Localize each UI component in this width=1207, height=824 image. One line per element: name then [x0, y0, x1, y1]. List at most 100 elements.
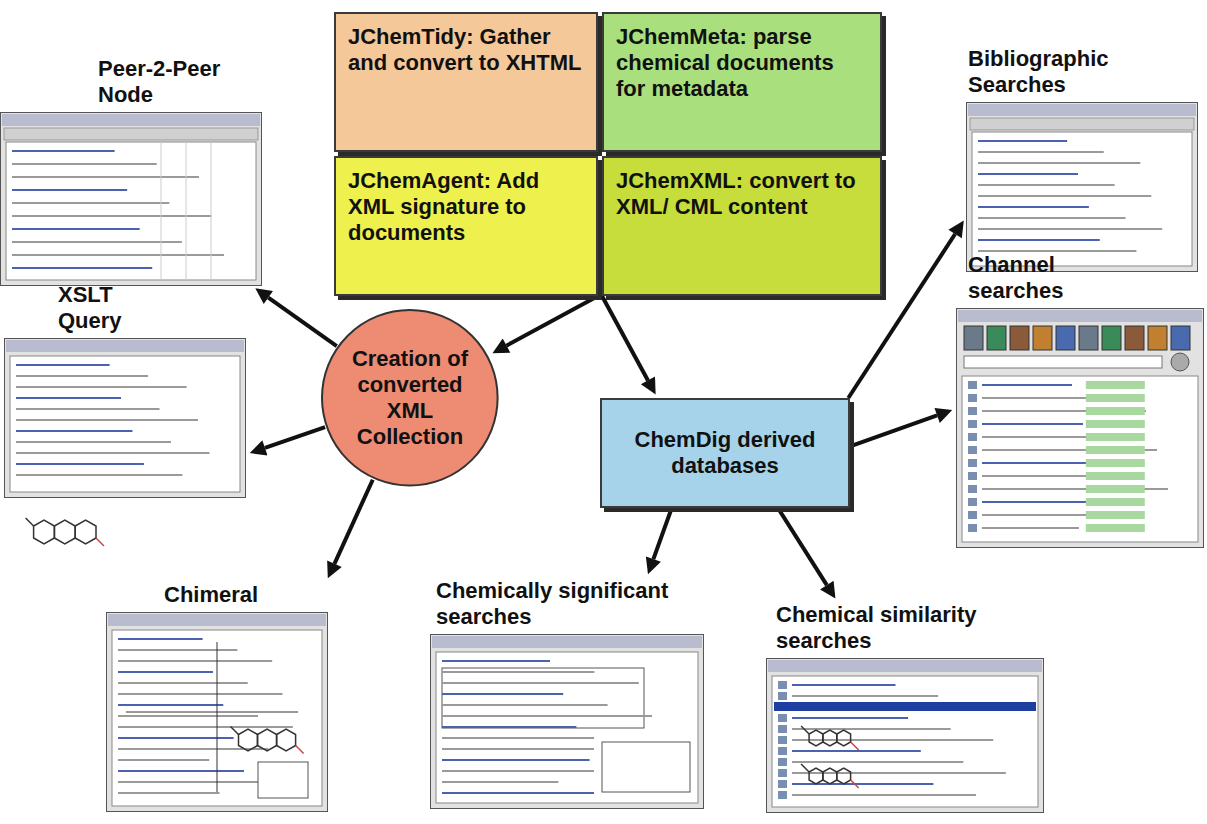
screenshot-panel: Chimeral: [106, 582, 328, 812]
toolbar-icon: [1125, 326, 1144, 350]
row-icon: [968, 381, 977, 389]
molecule-bond: [851, 742, 859, 750]
axis-line: [217, 642, 218, 792]
table-header: [774, 702, 1036, 711]
text-line: [792, 695, 938, 697]
text-line: [442, 671, 594, 673]
molecule-ring: [75, 520, 96, 544]
text-line: [118, 649, 237, 651]
search-field: [964, 356, 1162, 368]
text-line: [118, 682, 248, 684]
screenshot-illustration: [0, 112, 262, 286]
text-line: [16, 463, 144, 465]
plot-box: [258, 762, 308, 798]
text-line: [16, 452, 209, 454]
text-line: [978, 228, 1162, 230]
text-line: [16, 419, 198, 421]
node-label: JChemAgent: Add XML signature to documen…: [348, 168, 584, 246]
window-frame: [5, 339, 246, 498]
text-line: [792, 794, 976, 796]
row-icon: [968, 433, 977, 441]
column-rule: [211, 142, 212, 280]
node-label: JChemMeta: parse chemical documents for …: [616, 24, 868, 102]
text-line: [12, 228, 140, 230]
screenshot-panel: Channel searches: [956, 252, 1204, 548]
molecule-ring: [809, 768, 823, 784]
text-line: [118, 638, 203, 640]
flow-arrow: [268, 298, 336, 346]
window-frame: [107, 613, 328, 812]
node-label: ChemDig derived databases: [614, 427, 836, 479]
row-highlight: [1086, 407, 1145, 415]
text-line: [16, 375, 148, 377]
row-icon: [968, 485, 977, 493]
text-line: [118, 671, 213, 673]
text-line: [978, 151, 1104, 153]
toolbar: [970, 118, 1194, 130]
text-line: [12, 176, 199, 178]
screenshot-illustration: [966, 102, 1198, 272]
flow-arrow: [778, 508, 827, 585]
screenshot-panel: Chemically significant searches: [430, 578, 704, 809]
window-content: [112, 630, 322, 806]
molecule-ring: [837, 730, 851, 746]
window-frame: [431, 635, 704, 809]
row-icon: [778, 747, 787, 755]
text-line: [12, 163, 157, 165]
text-line: [978, 173, 1078, 175]
screenshot-illustration: [956, 308, 1204, 548]
flow-arrow: [602, 296, 648, 380]
node-label: JChemXML: convert to XML/ CML content: [616, 168, 868, 220]
toolbar-icon: [1102, 326, 1121, 350]
row-icon: [778, 681, 787, 689]
screenshot-illustration: [766, 658, 1044, 813]
toolbar-icon: [1171, 326, 1190, 350]
window-frame: [1, 113, 262, 286]
process-box: JChemTidy: Gather and convert to XHTML: [334, 12, 598, 152]
screenshot-panel: Bibliographic Searches: [966, 46, 1198, 272]
window-title-bar: [6, 340, 244, 352]
row-highlight: [1086, 420, 1145, 428]
search-button: [1171, 353, 1189, 371]
text-line: [12, 189, 127, 191]
flow-arrow: [334, 480, 372, 564]
molecule-bond: [801, 726, 809, 734]
text-line: [442, 781, 558, 783]
panel-heading: Peer-2-Peer Node: [98, 56, 268, 108]
row-highlight: [1086, 446, 1145, 454]
row-icon: [968, 459, 977, 467]
text-line: [118, 726, 293, 728]
text-line: [12, 150, 115, 152]
process-box: ChemDig derived databases: [600, 398, 850, 508]
window-frame: [957, 309, 1204, 548]
text-line: [16, 441, 171, 443]
molecule-ring: [34, 520, 55, 544]
row-highlight: [1086, 485, 1145, 493]
row-icon: [968, 407, 977, 415]
text-line: [978, 140, 1067, 142]
text-line: [442, 737, 594, 739]
row-icon: [968, 524, 977, 532]
row-highlight: [1086, 381, 1145, 389]
toolbar-icon: [964, 326, 983, 350]
row-icon: [778, 758, 787, 766]
node-label: Creation of converted XML Collection: [343, 346, 477, 450]
panel-heading: Chimeral: [164, 582, 324, 608]
text-line: [792, 783, 933, 785]
panel-heading: Chemical similarity searches: [776, 602, 1042, 654]
text-line: [982, 527, 1079, 529]
molecule-ring: [823, 730, 837, 746]
molecule-bond: [296, 746, 304, 754]
text-line: [978, 239, 1100, 241]
window-title-bar: [968, 104, 1196, 116]
text-line: [16, 474, 182, 476]
molecule-bond: [851, 780, 859, 788]
toolbar-icon: [1033, 326, 1052, 350]
text-line: [12, 267, 152, 269]
text-line: [442, 726, 576, 728]
flow-arrow: [265, 427, 325, 448]
molecule-ring: [809, 730, 823, 746]
toolbar-icon: [1079, 326, 1098, 350]
molecule-ring: [239, 729, 258, 751]
